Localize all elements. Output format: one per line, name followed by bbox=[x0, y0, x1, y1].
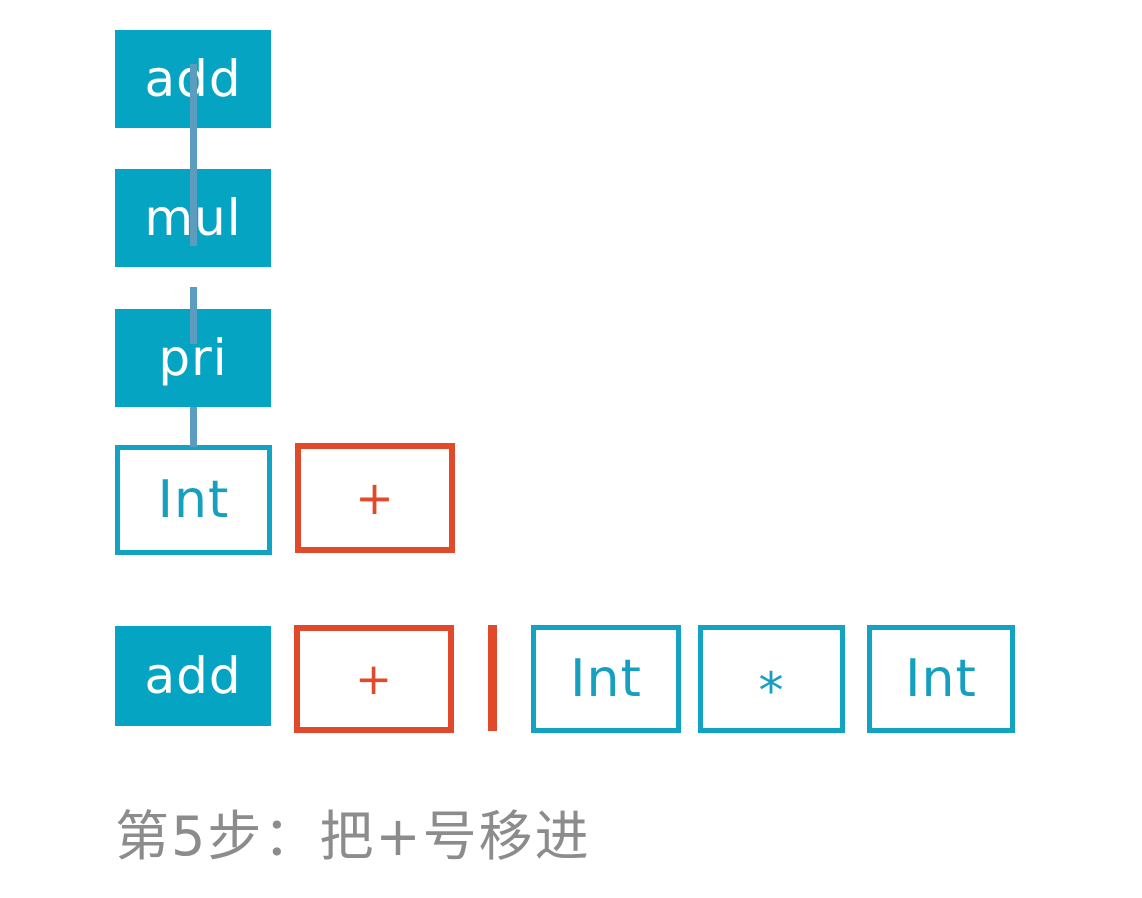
tree-edge-pri-int bbox=[190, 407, 197, 447]
step-caption: 第5步：把+号移进 bbox=[115, 805, 591, 868]
tree-edge-add-mul bbox=[190, 64, 197, 246]
row-node-add: add bbox=[115, 626, 271, 726]
row-token-int-1: Int bbox=[531, 625, 681, 733]
token-cursor-divider bbox=[488, 625, 497, 731]
row-token-star-label: * bbox=[758, 662, 785, 720]
tree-node-int-label: Int bbox=[157, 470, 230, 530]
row-current-token-plus: + bbox=[294, 625, 454, 733]
row-node-add-label: add bbox=[144, 647, 242, 705]
tree-node-int: Int bbox=[115, 445, 272, 555]
pending-plus-token: + bbox=[295, 443, 455, 553]
row-token-int-1-label: Int bbox=[570, 649, 642, 709]
row-token-int-2-label: Int bbox=[905, 649, 977, 709]
pending-plus-token-label: + bbox=[355, 471, 395, 525]
row-token-star: * bbox=[698, 625, 845, 733]
tree-edge-mul-pri bbox=[190, 287, 197, 344]
row-current-token-plus-label: + bbox=[355, 653, 393, 705]
row-token-int-2: Int bbox=[867, 625, 1015, 733]
